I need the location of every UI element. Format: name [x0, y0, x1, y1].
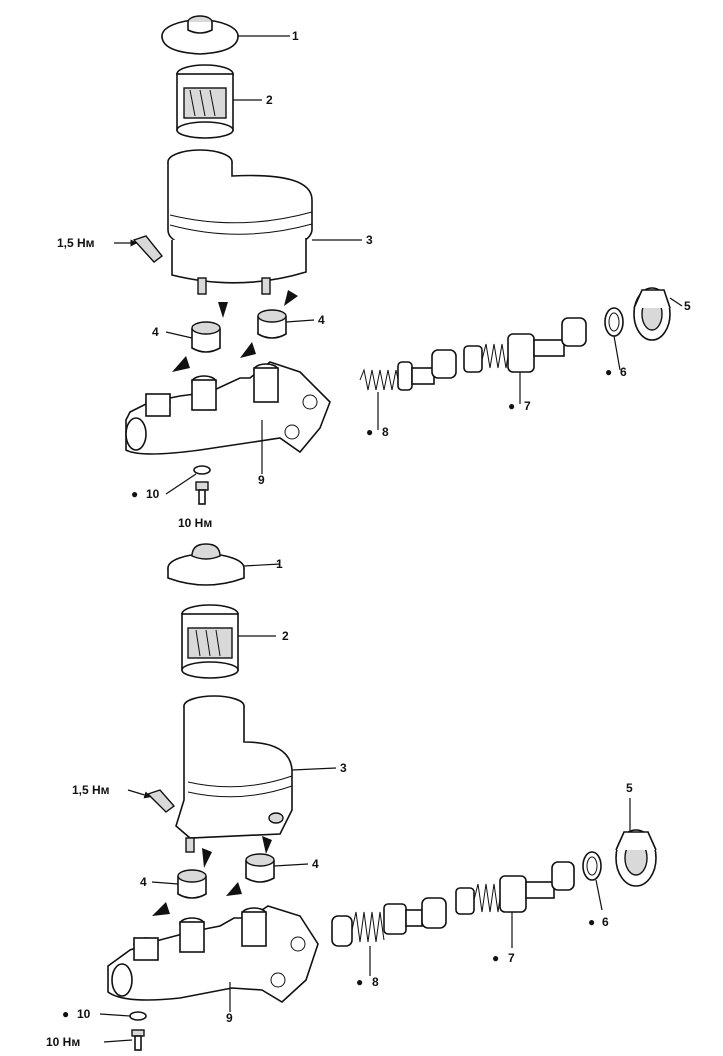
- bleeder-upper: [193, 465, 211, 505]
- secondary-piston-upper: [463, 317, 587, 373]
- boot-lower: [615, 829, 657, 887]
- master-cylinder-body-lower: [107, 905, 319, 1003]
- callout-5-upper: 5: [684, 299, 691, 313]
- seal-ring-upper: [604, 307, 624, 337]
- callout-2-lower: 2: [282, 629, 289, 643]
- bullet-10-lower: ●: [62, 1007, 69, 1021]
- callout-7-lower: 7: [508, 951, 515, 965]
- callout-3-lower: 3: [340, 761, 347, 775]
- primary-piston-upper: [359, 349, 457, 391]
- bullet-7-upper: ●: [508, 399, 515, 413]
- callout-10-upper: 10: [146, 487, 160, 501]
- callout-8-upper: 8: [382, 425, 389, 439]
- callout-6-upper: 6: [620, 365, 627, 379]
- callout-4a-upper: 4: [152, 325, 159, 339]
- reservoir-cap-lower: [167, 543, 245, 586]
- bullet-8-lower: ●: [356, 975, 363, 989]
- callout-8-lower: 8: [372, 975, 379, 989]
- bullet-10-upper: ●: [131, 487, 138, 501]
- reservoir-lower: [175, 695, 293, 853]
- level-sensor-upper: [114, 235, 163, 263]
- secondary-piston-lower: [455, 861, 575, 915]
- callout-1-upper: 1: [292, 29, 299, 43]
- primary-piston-lower: [331, 897, 447, 947]
- torque-label-sensor-upper: 1,5 Нм: [57, 236, 95, 250]
- bullet-6-upper: ●: [605, 365, 612, 379]
- reservoir-cap-upper: [161, 15, 239, 55]
- callout-4a-lower: 4: [140, 875, 147, 889]
- strainer-lower: [181, 604, 239, 679]
- torque-label-sensor-lower: 1,5 Нм: [72, 783, 110, 797]
- callout-3-upper: 3: [366, 233, 373, 247]
- callout-7-upper: 7: [524, 399, 531, 413]
- callout-4b-lower: 4: [312, 857, 319, 871]
- master-cylinder-body-upper: [125, 361, 331, 455]
- torque-label-bolt-lower: 10 Нм: [46, 1035, 80, 1049]
- seal-ring-lower: [582, 851, 602, 881]
- upper-assembly: [114, 15, 683, 505]
- grommets-upper: [191, 309, 287, 353]
- bullet-8-upper: ●: [366, 425, 373, 439]
- bullet-6-lower: ●: [588, 915, 595, 929]
- strainer-upper: [176, 64, 234, 139]
- callout-9-lower: 9: [226, 1011, 233, 1025]
- bleeder-lower: [129, 1011, 147, 1051]
- callout-1-lower: 1: [276, 557, 283, 571]
- callout-2-upper: 2: [266, 93, 273, 107]
- callout-10-lower: 10: [77, 1007, 91, 1021]
- grommets-lower: [177, 853, 275, 899]
- bullet-7-lower: ●: [492, 951, 499, 965]
- callout-6-lower: 6: [602, 915, 609, 929]
- callout-5-lower: 5: [626, 781, 633, 795]
- boot-upper: [633, 287, 671, 341]
- callout-9-upper: 9: [258, 473, 265, 487]
- lower-assembly: [99, 543, 657, 1051]
- callout-4b-upper: 4: [318, 313, 325, 327]
- torque-label-bolt-upper: 10 Нм: [178, 516, 212, 530]
- reservoir-upper: [167, 149, 313, 295]
- level-sensor-lower: [127, 789, 176, 813]
